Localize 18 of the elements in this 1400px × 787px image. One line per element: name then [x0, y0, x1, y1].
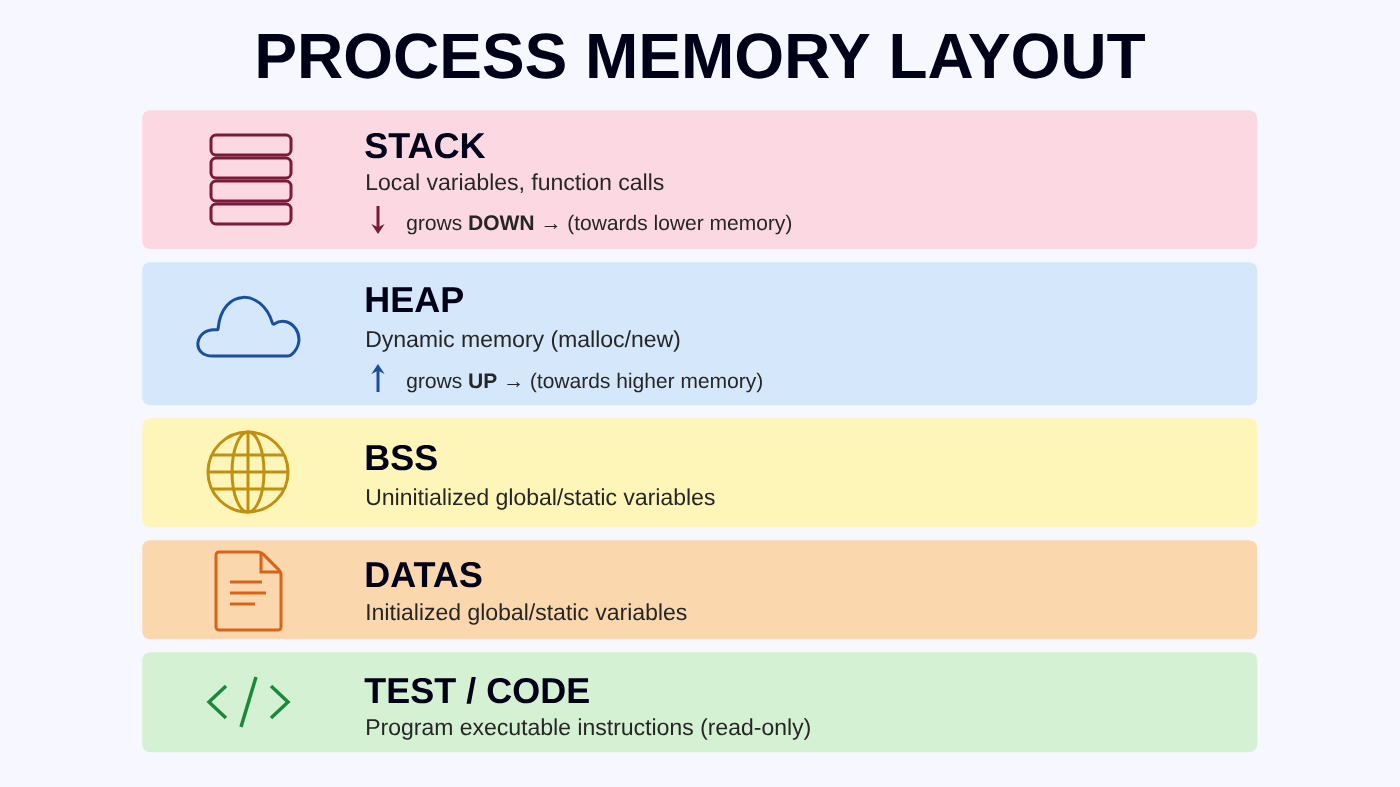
segment-heading: BSS: [366, 444, 437, 471]
segment-description: Uninitialized global/static variables: [367, 488, 715, 510]
segment-heading: DATAS: [366, 561, 482, 588]
segment-description: Local variables, function calls: [367, 173, 664, 193]
growth-note: grows UP → (towards higher memory): [407, 372, 762, 393]
memory-segment-band: [142, 110, 1258, 250]
memory-segment-band: [142, 262, 1258, 406]
title: PROCESS MEMORY LAYOUT: [258, 33, 1145, 79]
segment-heading: STACK: [365, 132, 486, 159]
memory-segment-band: [142, 418, 1258, 528]
segment-description: Initialized global/static variables: [367, 603, 687, 625]
segment-description: Program executable instructions (read-only): [367, 718, 810, 740]
growth-note: grows DOWN → (towards lower memory): [407, 214, 792, 235]
memory-segment-band: [142, 652, 1258, 753]
segment-description: Dynamic memory (malloc/new): [367, 330, 680, 352]
segment-heading: HEAP: [366, 287, 463, 312]
memory-segment-band: [142, 540, 1258, 640]
segment-heading: TEST / CODE: [364, 676, 589, 704]
